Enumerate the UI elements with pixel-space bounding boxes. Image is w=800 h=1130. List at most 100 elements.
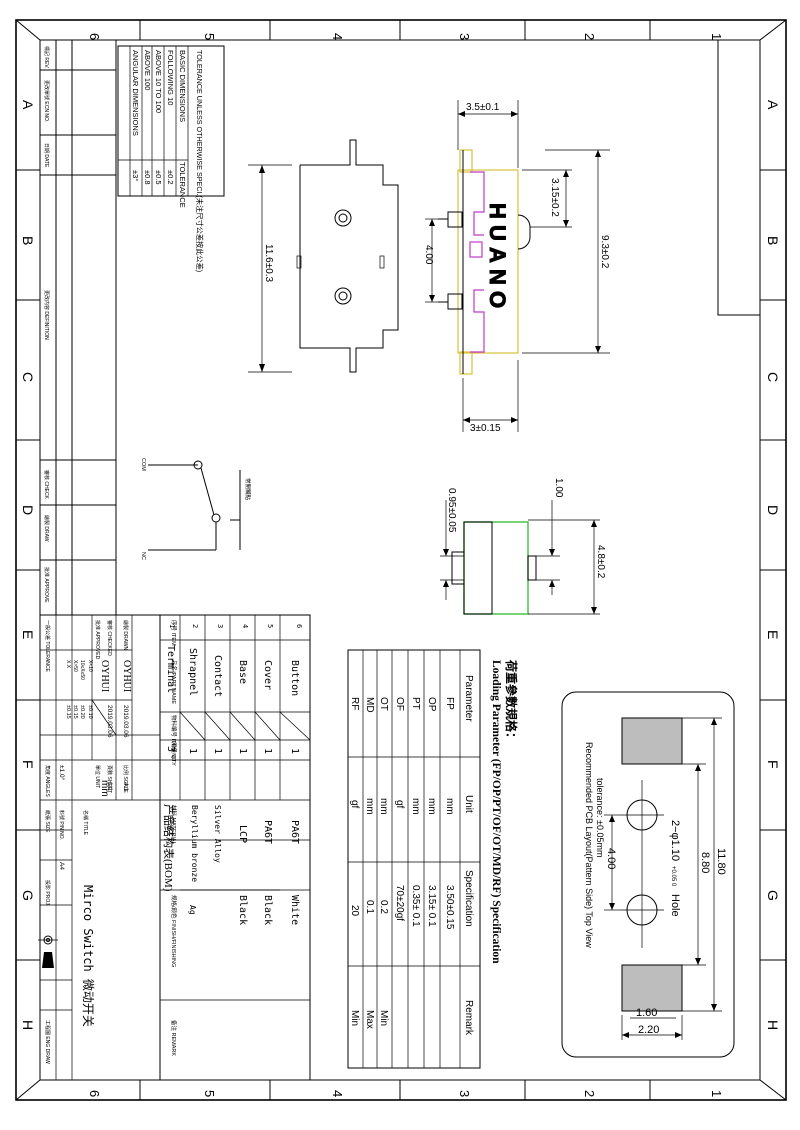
zone-num-top: 2 bbox=[582, 33, 597, 40]
zone-num-top: 1 bbox=[709, 33, 724, 40]
zone-letter-left: E bbox=[20, 630, 36, 639]
tb-tolerance-label: 一般公差 TOLERANCE bbox=[44, 620, 51, 673]
zone-num-top: 6 bbox=[87, 33, 102, 40]
pcb-dim-hole: 2−φ1.10 bbox=[669, 820, 681, 861]
zone-num-bottom: 2 bbox=[582, 1090, 597, 1097]
projection-symbol-icon bbox=[38, 935, 58, 968]
bom-title: 产品结构表(BOM) bbox=[162, 804, 176, 892]
loading-param: OF bbox=[394, 697, 405, 711]
rev-col-definition: 更改内容 DEFINITION bbox=[43, 290, 50, 340]
tb-drawn-label: 繪製 DRAWN bbox=[122, 620, 129, 650]
tb-angles-label: 角度 ANGLES bbox=[44, 765, 51, 797]
bom-header-item: 序号 ITEM bbox=[170, 620, 178, 646]
brand-letter: H bbox=[485, 203, 510, 219]
tb-tol-value: ±0.15 bbox=[72, 705, 78, 719]
zone-letter-right: B bbox=[765, 236, 781, 245]
rev-col-check: 審核 CHECK bbox=[43, 470, 50, 500]
tb-checked-by: OYHUI bbox=[99, 660, 110, 692]
loading-param: PT bbox=[410, 697, 421, 710]
loading-spec: 20 bbox=[349, 905, 360, 917]
circuit-label-no: 常開觸點 bbox=[244, 478, 252, 501]
zone-num-bottom: 6 bbox=[87, 1090, 102, 1097]
bom-qty: 1 bbox=[212, 748, 223, 754]
dim-step: 3.15±0.2 bbox=[549, 178, 560, 217]
zone-letter-left: G bbox=[20, 890, 36, 901]
bom-qty: 1 bbox=[262, 748, 273, 754]
loading-remark: Min bbox=[378, 1010, 389, 1026]
circuit-label-nc: NC bbox=[140, 552, 146, 560]
bom-material: Beryllium bronze bbox=[190, 805, 199, 882]
loading-spec: 70±20gf bbox=[394, 885, 405, 921]
bom-table: 序号 ITEM 品名 PART NAME 物料编号 ITEM NO. 用量 QT… bbox=[159, 614, 311, 1081]
dim-bottom: 3±0.15 bbox=[470, 423, 501, 434]
drawing-frame: 1 2 3 4 5 6 1 2 3 4 5 6 A B C D E F G H … bbox=[15, 19, 787, 1101]
bom-header-part: 品名 PART NAME bbox=[170, 660, 178, 704]
zone-letter-right: D bbox=[765, 505, 781, 515]
tb-scale: 4:1 bbox=[122, 782, 129, 791]
loading-spec: 3.50±0.15 bbox=[444, 885, 455, 930]
tb-title-label: 名稱 TITLE bbox=[82, 810, 89, 836]
dim-height: 9.3±0.2 bbox=[599, 235, 610, 269]
bom-header-partno: 物料编号 ITEM NO. bbox=[170, 715, 178, 763]
zone-letter-left: C bbox=[20, 372, 36, 382]
bom-part: Contact bbox=[212, 655, 223, 697]
loading-param: OP bbox=[426, 697, 437, 712]
loading-spec: 0.1 bbox=[364, 900, 375, 914]
tb-engdraw-label: 工程圖 ENG DRAW bbox=[44, 1020, 51, 1064]
tb-unit: mm bbox=[99, 780, 110, 797]
loading-spec: 3.15± 0.1 bbox=[426, 885, 437, 927]
zone-letter-left: A bbox=[20, 100, 36, 110]
bom-part: Terminal bbox=[165, 645, 176, 693]
tb-angle: ±1.0° bbox=[58, 765, 66, 781]
bom-qty: 1 bbox=[187, 748, 198, 754]
zone-letter-left: H bbox=[20, 1020, 36, 1030]
loading-unit: mm bbox=[444, 798, 455, 815]
loading-spec: 0.2 bbox=[378, 900, 389, 914]
top-view-base: 11.6±0.3 bbox=[248, 139, 399, 373]
brand-letter: N bbox=[485, 269, 510, 285]
bom-part: Base bbox=[237, 660, 248, 684]
zone-num-top: 5 bbox=[202, 33, 217, 40]
bom-material: Brass bbox=[166, 815, 174, 836]
tb-tol-range: X<10 bbox=[87, 660, 93, 672]
tb-tol-value: ±0.15 bbox=[65, 705, 71, 719]
loading-unit: gf bbox=[394, 800, 405, 809]
bom-header-finish: 规格/颜色 FINISH/FINISHING bbox=[170, 895, 178, 967]
bom-qty: 1 bbox=[289, 748, 300, 754]
loading-param: OT bbox=[378, 697, 389, 711]
brand-letter: U bbox=[485, 225, 510, 241]
loading-col-header: Specification bbox=[463, 870, 474, 927]
pcb-title: Recommended PCB Layout(Pattern Side) Top… bbox=[584, 742, 594, 948]
bom-material: LCP bbox=[237, 825, 248, 843]
loading-spec: 0.35± 0.1 bbox=[410, 885, 421, 927]
zone-num-bottom: 1 bbox=[709, 1090, 724, 1097]
pcb-dim-inner: 8.80 bbox=[699, 852, 711, 873]
pcb-dim-overall: 11.80 bbox=[715, 848, 727, 875]
bom-material: Silver Alloy bbox=[213, 805, 222, 863]
bom-part: Shrapnel bbox=[187, 648, 198, 696]
tb-drawn-by: OYHUI bbox=[121, 660, 132, 692]
tolerance-row-basic: ANGULAR DIMENSIONS bbox=[131, 50, 140, 136]
bom-header-remark: 备注 REMARK bbox=[170, 1020, 178, 1056]
bom-finish: Ag bbox=[188, 905, 197, 915]
zone-num-bottom: 5 bbox=[202, 1090, 217, 1097]
tolerance-row-tol: ±0.5 bbox=[154, 170, 163, 185]
zone-letter-right: H bbox=[765, 1020, 781, 1030]
tolerance-row-tol: ±0.8 bbox=[143, 170, 152, 185]
bom-item: 5 bbox=[266, 624, 274, 628]
tolerance-row-basic: ABOVE 100 bbox=[143, 50, 152, 90]
tb-proj-label: 投影 PROJ. bbox=[44, 880, 51, 906]
zone-letter-left: B bbox=[20, 236, 36, 245]
dim-button: 0.95±0.05 bbox=[446, 488, 457, 533]
zone-letter-right: E bbox=[765, 630, 781, 639]
bom-item: 6 bbox=[295, 624, 303, 628]
loading-col-header: Parameter bbox=[463, 675, 474, 722]
tolerance-table: TOLERANCE UNLESS OTHERWISE SPECI.(未注尺寸公差… bbox=[117, 45, 225, 272]
side-view: 0.95±0.05 1.00 4.8±0.2 bbox=[440, 478, 606, 615]
zone-num-top: 4 bbox=[330, 33, 345, 40]
tb-unit-label: 單位 UNIT bbox=[94, 765, 101, 788]
rev-col-approve: 批准 APPROVE bbox=[43, 567, 50, 603]
bom-finish: Black bbox=[237, 895, 248, 925]
loading-unit: mm bbox=[378, 798, 389, 815]
zone-num-bottom: 4 bbox=[330, 1090, 345, 1097]
